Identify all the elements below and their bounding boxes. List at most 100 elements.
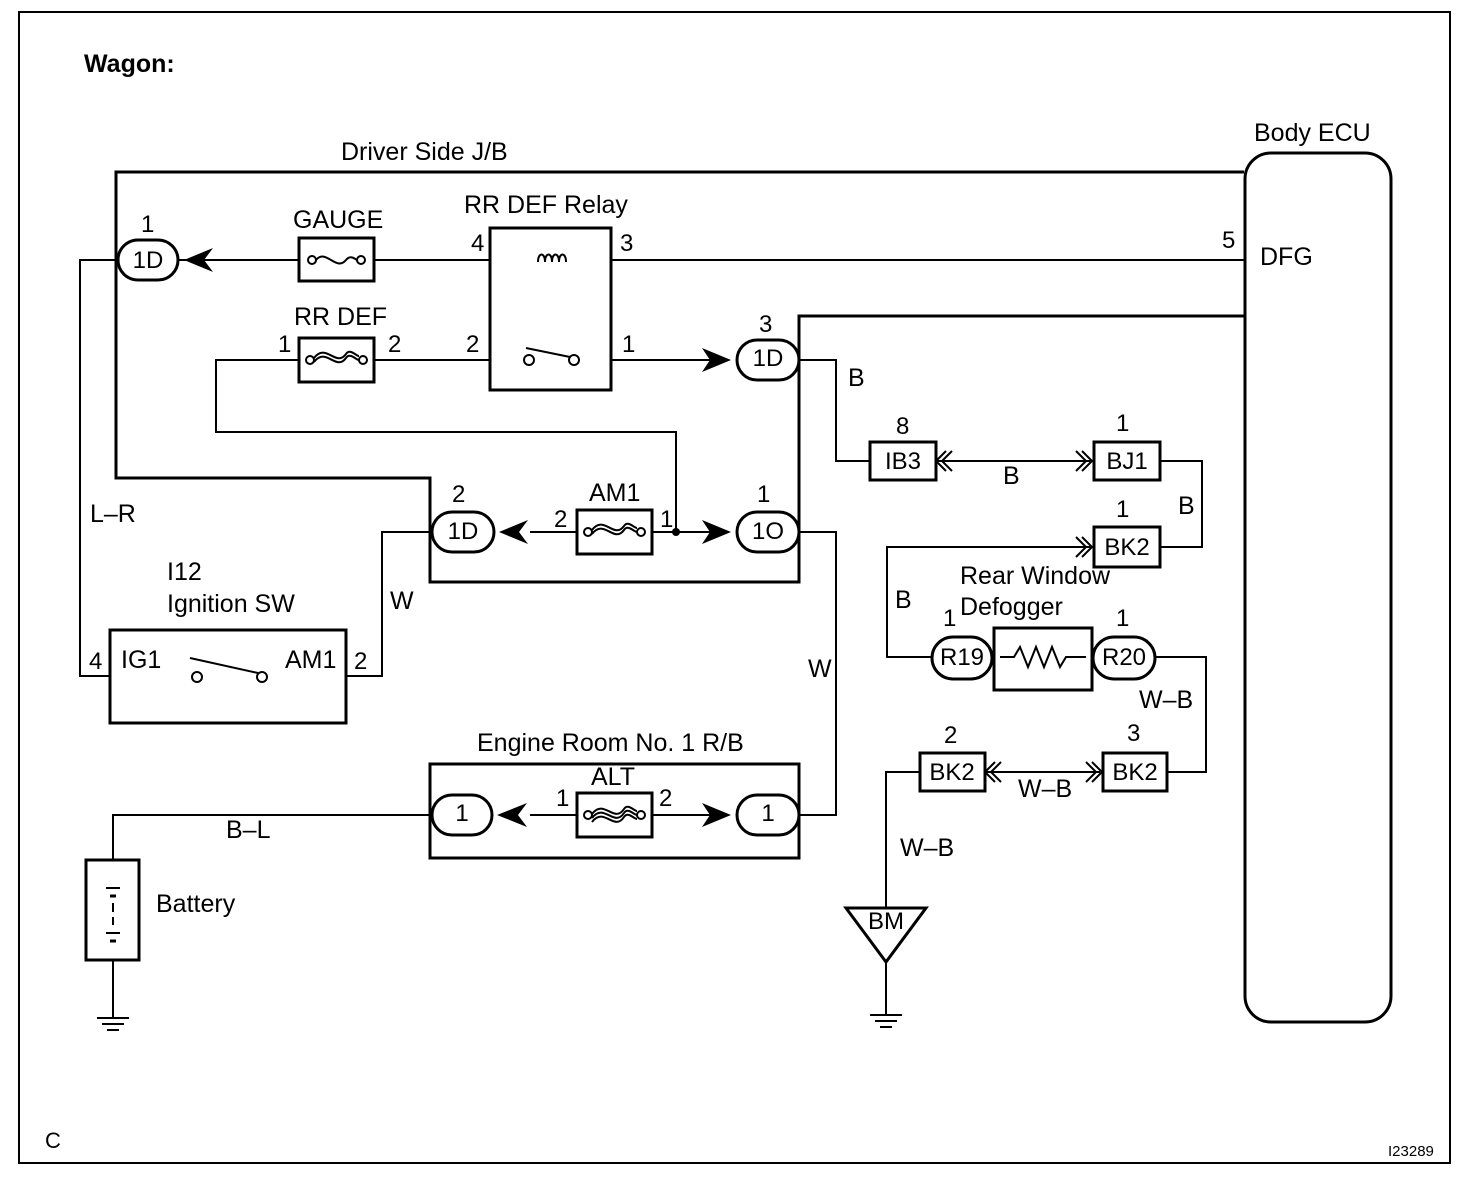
ignition-am1: AM1: [285, 646, 336, 674]
wire-label-wb-mid: W–B: [1018, 775, 1072, 803]
ignition-switch: I12 Ignition SW IG1 AM1 4 2: [89, 558, 367, 725]
ib3-pin-8: 8: [896, 413, 909, 440]
pin-1o-1: 1: [757, 481, 770, 508]
defogger-label: Defogger: [960, 593, 1063, 621]
bk2-left-pin-2: 2: [944, 722, 957, 749]
wire-label-b-1d: B: [848, 364, 865, 392]
wire-lr: [79, 259, 118, 677]
driver-jb-outline: [114, 170, 1244, 584]
wire-b-bj1-bk2: [1160, 460, 1203, 548]
relay-pin-2: 2: [466, 331, 479, 358]
diagram-title: Wagon:: [84, 50, 175, 78]
r20-pin-1: 1: [1116, 605, 1129, 632]
battery-ground-icon: [97, 1017, 129, 1031]
connector-ib3-label: IB3: [885, 448, 921, 475]
bm-ground-icon: [870, 1014, 902, 1028]
rear-window-label: Rear Window: [960, 562, 1111, 590]
connector-1d-top-label: 1D: [133, 247, 164, 274]
rrdef-pin-1: 1: [278, 331, 291, 358]
connector-ib3: IB3 8: [868, 413, 953, 482]
wire-label-b-bj1: B: [1178, 492, 1195, 520]
connector-1d-upper-arrow: [702, 348, 731, 372]
am1-fuse: AM1 2 1: [554, 479, 673, 556]
gauge-fuse: GAUGE: [293, 206, 383, 283]
battery-label: Battery: [156, 890, 236, 918]
er-connector-left-label: 1: [455, 800, 468, 827]
connector-1o-label: 1O: [752, 518, 784, 545]
ignition-pin-2: 2: [354, 648, 367, 675]
connector-bk2-top-label: BK2: [1104, 534, 1149, 561]
connector-r19-label: R19: [940, 644, 984, 671]
body-ecu-label: Body ECU: [1254, 119, 1371, 147]
rrdef-pin-2: 2: [388, 331, 401, 358]
am1-fuse-label: AM1: [589, 479, 640, 507]
connector-bj1-label: BJ1: [1106, 448, 1147, 475]
wire-label-b-ib3: B: [1003, 462, 1020, 490]
wire-w-ignition: [346, 531, 432, 677]
ground-bm: BM: [843, 906, 929, 965]
wire-rrdef-loop: [215, 359, 677, 532]
gauge-fuse-label: GAUGE: [293, 206, 383, 234]
connector-1d-lower: 1D 2: [430, 481, 528, 554]
r19-pin-1: 1: [943, 605, 956, 632]
wire-b-bk2-r19: [886, 546, 1092, 658]
wire-label-b-r19: B: [895, 586, 912, 614]
wire-bl: [112, 814, 432, 860]
wire-label-w-ignition: W: [390, 587, 414, 615]
rr-def-fuse-label: RR DEF: [294, 303, 387, 331]
bj1-pin-1: 1: [1116, 410, 1129, 437]
rear-window-defogger: R19 R20 Rear Window Defogger 1 1: [930, 562, 1157, 692]
connector-bk2-right: BK2 3: [1085, 720, 1169, 793]
dfg-pin-number: 5: [1222, 227, 1235, 254]
body-ecu-box: [1243, 151, 1393, 1024]
connector-r20-label: R20: [1102, 644, 1146, 671]
wire-label-w-alt: W: [808, 655, 832, 683]
er-connector-right-label: 1: [761, 800, 774, 827]
ground-bm-label: BM: [868, 908, 904, 935]
rr-def-relay-label: RR DEF Relay: [464, 191, 628, 219]
am1-pin-1: 1: [660, 506, 673, 533]
engine-room-rb-label: Engine Room No. 1 R/B: [477, 729, 744, 757]
rr-def-fuse: RR DEF 1 2: [278, 303, 401, 384]
corner-label: C: [45, 1128, 61, 1153]
diagram-frame: [18, 11, 1451, 1164]
engine-room-rb: Engine Room No. 1 R/B 1 ALT 1 2 1: [428, 729, 801, 860]
ignition-id: I12: [167, 558, 202, 586]
alt-pin-1: 1: [556, 785, 569, 812]
battery: Battery: [84, 858, 236, 962]
figure-id: I23289: [1388, 1143, 1434, 1160]
connector-1d-lower-label: 1D: [448, 518, 479, 545]
rr-def-relay: RR DEF Relay 4 3 2 1: [464, 191, 635, 392]
am1-pin-2: 2: [554, 506, 567, 533]
wire-label-lr: L–R: [90, 500, 136, 528]
connector-1d-top: 1D 1: [116, 211, 213, 282]
wire-label-wb-ground: W–B: [900, 834, 954, 862]
connector-bk2-top: BK2 1: [1075, 496, 1162, 569]
connector-bk2-left: BK2 2: [918, 722, 1002, 793]
dfg-pin-label: DFG: [1260, 243, 1313, 271]
connector-1d-upper-label: 1D: [753, 345, 784, 372]
connector-1o: 1O 1: [702, 481, 801, 554]
bk2-top-pin-1: 1: [1116, 496, 1129, 523]
ignition-pin-4: 4: [89, 648, 102, 675]
driver-jb-label: Driver Side J/B: [341, 138, 508, 166]
er-connector-right-arrow: [702, 803, 731, 827]
splice-dot: [672, 528, 680, 536]
connector-1d-upper: 1D 3: [702, 311, 801, 382]
er-connector-left-arrow: [497, 803, 527, 827]
pin-1d-lower-2: 2: [452, 481, 465, 508]
connector-1o-arrow: [702, 520, 731, 544]
alt-pin-2: 2: [659, 785, 672, 812]
wire-w-alt: [799, 531, 837, 816]
connector-1d-top-arrow: [184, 248, 213, 272]
wire-wb-r20: [1155, 656, 1207, 773]
wire-wb-ground: [885, 771, 920, 908]
alt-fuse-label: ALT: [591, 763, 635, 791]
bk2-right-pin-3: 3: [1127, 720, 1140, 747]
connector-bj1: BJ1 1: [1075, 410, 1162, 482]
pin-1d-top-1: 1: [141, 211, 154, 238]
wire-label-bl: B–L: [226, 816, 271, 844]
relay-pin-1: 1: [622, 331, 635, 358]
ignition-label: Ignition SW: [167, 590, 295, 618]
